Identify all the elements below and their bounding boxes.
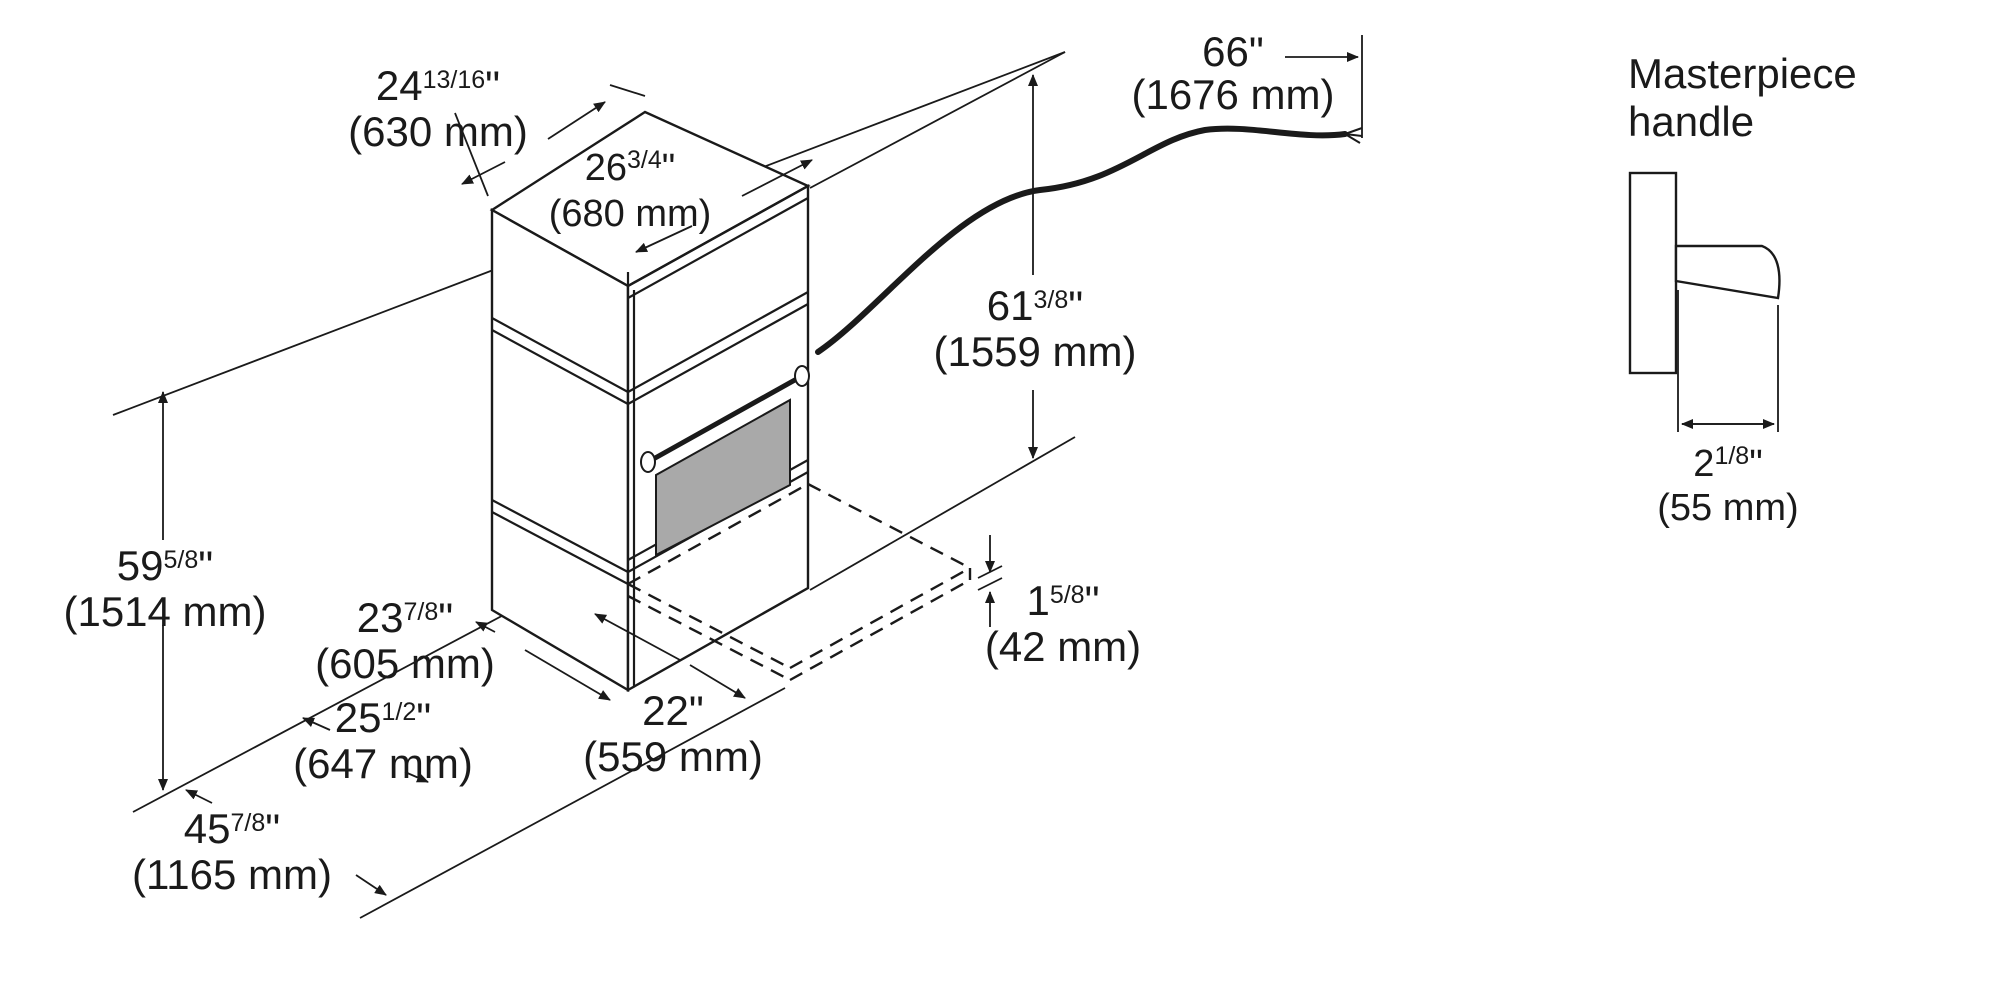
svg-text:15/8": 15/8" (1026, 577, 1099, 624)
svg-text:613/8": 613/8" (987, 282, 1083, 329)
handle-profile (1674, 244, 1781, 300)
label-bottom-gap: 15/8" (42 mm) (985, 577, 1141, 670)
power-cord (815, 125, 1348, 355)
cord-wire-ends (1344, 127, 1363, 144)
svg-text:457/8": 457/8" (184, 805, 280, 852)
label-cord-height: 613/8" (1559 mm) (933, 282, 1136, 375)
label-cord-length: 66" (1676 mm) (1131, 28, 1334, 118)
svg-text:handle: handle (1628, 98, 1754, 145)
oven-window (655, 398, 791, 557)
svg-text:Masterpiece: Masterpiece (1628, 50, 1857, 97)
label-depth-total: 263/4" (680 mm) (549, 146, 712, 235)
oven-handle (645, 373, 805, 465)
svg-text:(55 mm): (55 mm) (1657, 487, 1798, 529)
label-cutout-depth: 237/8" (605 mm) (315, 594, 495, 687)
oven-side-face (490, 207, 630, 693)
svg-text:237/8": 237/8" (357, 594, 453, 641)
svg-text:(680 mm): (680 mm) (549, 193, 712, 235)
label-floor-height: 457/8" (1165 mm) (132, 805, 332, 898)
handle-detail-drawing (1628, 171, 1781, 432)
label-handle-title: Masterpiece handle (1628, 50, 1857, 145)
svg-text:(1165 mm): (1165 mm) (132, 851, 332, 898)
svg-text:(647 mm): (647 mm) (293, 740, 473, 787)
svg-text:(42 mm): (42 mm) (985, 623, 1141, 670)
svg-text:(559 mm): (559 mm) (583, 733, 763, 780)
svg-text:66": 66" (1202, 28, 1264, 75)
label-total-width: 2413/16" (630 mm) (348, 62, 528, 155)
label-cutout-height: 595/8" (1514 mm) (63, 542, 266, 635)
svg-text:21/8": 21/8" (1693, 442, 1762, 485)
svg-text:(1559 mm): (1559 mm) (933, 328, 1136, 375)
svg-text:251/2": 251/2" (335, 694, 431, 741)
cutout-floor-outline (627, 482, 972, 682)
oven-body (489, 110, 811, 693)
dimension-arrows (158, 35, 1363, 896)
svg-text:2413/16": 2413/16" (376, 62, 500, 109)
svg-text:(605 mm): (605 mm) (315, 640, 495, 687)
label-door-depth: 22" (559 mm) (583, 687, 763, 780)
svg-text:22": 22" (642, 687, 704, 734)
svg-text:(630 mm): (630 mm) (348, 108, 528, 155)
svg-text:(1676 mm): (1676 mm) (1131, 71, 1334, 118)
label-handle-depth: 21/8" (55 mm) (1657, 442, 1798, 529)
handle-door-panel (1628, 171, 1678, 375)
svg-text:263/4": 263/4" (585, 146, 676, 189)
svg-text:(1514 mm): (1514 mm) (63, 588, 266, 635)
svg-text:595/8": 595/8" (117, 542, 213, 589)
label-cutout-width: 251/2" (647 mm) (293, 694, 473, 787)
